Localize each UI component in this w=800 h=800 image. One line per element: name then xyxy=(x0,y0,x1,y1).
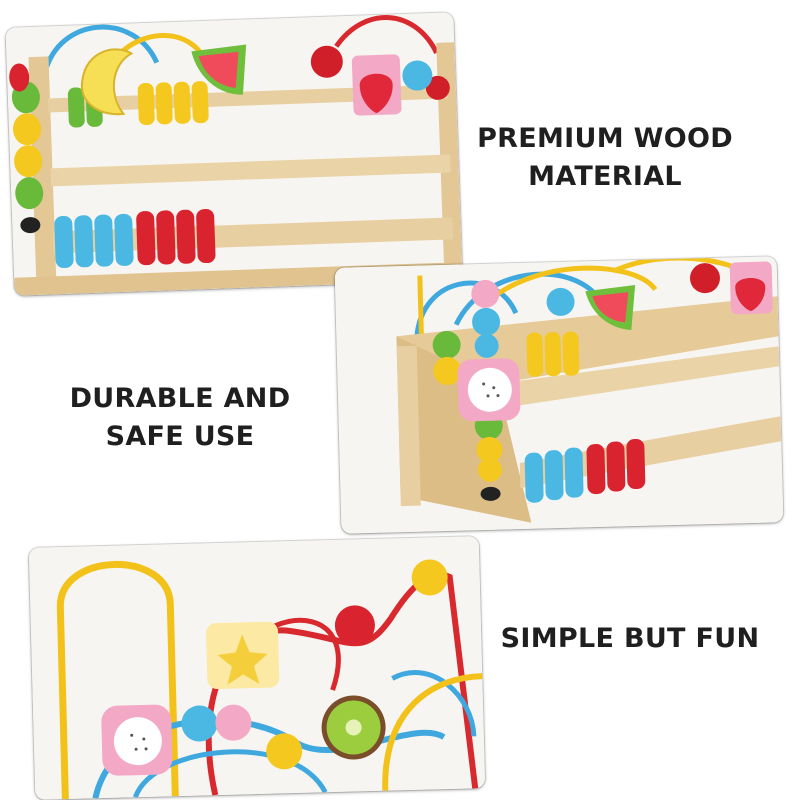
caption-simple-line1: SIMPLE BUT FUN xyxy=(500,623,760,654)
photo-panel-middle xyxy=(334,256,784,534)
photo-panel-bottom xyxy=(28,536,486,800)
caption-durable-line1: DURABLE AND xyxy=(69,383,291,414)
photo-panel-top xyxy=(5,12,463,296)
caption-premium-line2: MATERIAL xyxy=(528,161,682,192)
caption-premium-line1: PREMIUM WOOD xyxy=(477,123,733,154)
bead-maze-corner-photo xyxy=(334,256,784,534)
caption-durable-safe: DURABLE AND SAFE USE xyxy=(50,380,310,456)
caption-durable-line2: SAFE USE xyxy=(105,421,255,452)
caption-simple-fun: SIMPLE BUT FUN xyxy=(500,620,760,658)
abacus-photo xyxy=(5,12,463,296)
caption-premium-wood: PREMIUM WOOD MATERIAL xyxy=(470,120,740,196)
bead-maze-wires-photo xyxy=(28,536,486,800)
